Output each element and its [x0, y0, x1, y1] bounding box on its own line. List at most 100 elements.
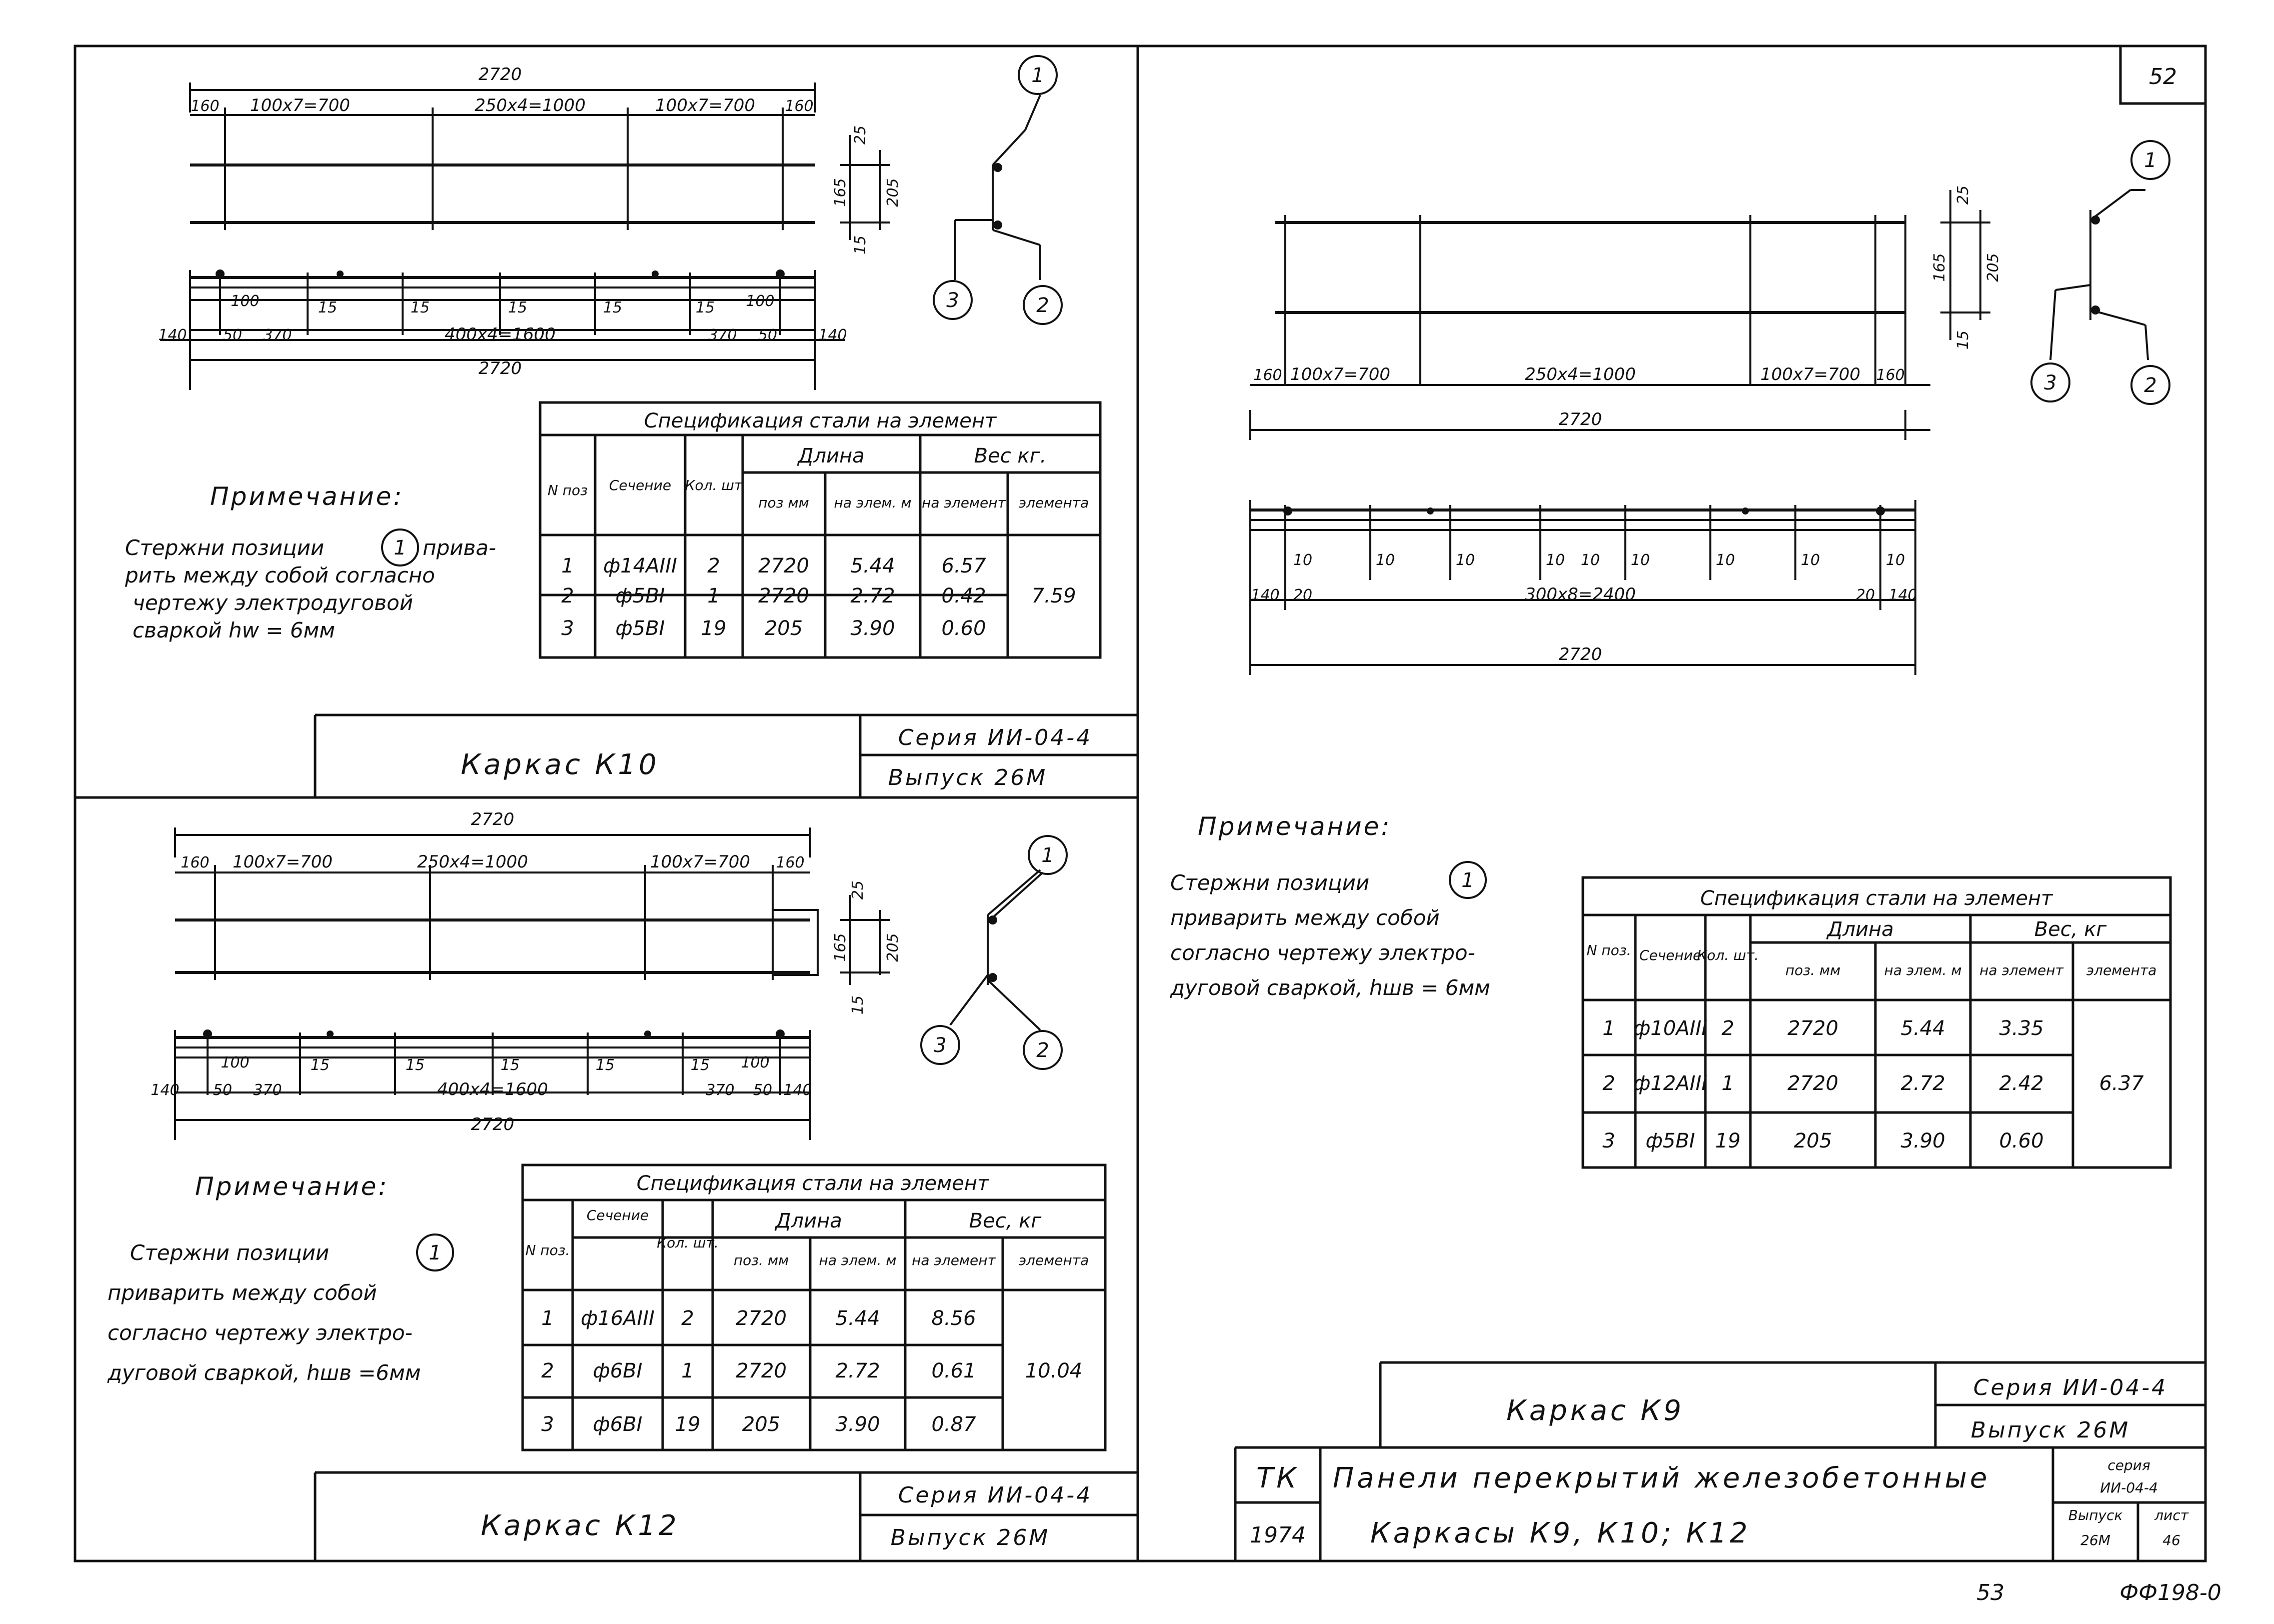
k10-overall-bottom-dim: 2720 [479, 358, 522, 378]
k9-r1-len-pos: 2720 [1787, 1017, 1838, 1040]
k9-small-dim-8: 10 [1801, 552, 1820, 569]
k10-note-line-4: чертежу электродуговой [133, 590, 413, 615]
k10-main-dim-1: 140 [158, 326, 187, 344]
k12-side-dim-2: 165 [832, 933, 849, 962]
stamp-series-value: ИИ-04-4 [2100, 1480, 2158, 1496]
k9-spec-h-w-elem: на элемент [1979, 962, 2064, 978]
k9-r3-qty: 19 [1715, 1130, 1741, 1152]
k12-section-detail: 1 2 3 [920, 835, 1068, 1070]
k9-side-dim-3: 205 [1984, 253, 2002, 282]
stamp-sheet-value: 46 [2162, 1532, 2180, 1548]
k12-r2-pos: 2 [541, 1360, 554, 1382]
k9-spec-h-section: Сечение [1639, 947, 1701, 964]
k12-drawing: 2720 160 100x7=700 250x4=1000 100x7=700 … [151, 810, 902, 1140]
k10-small-dim-6: 15 [696, 299, 715, 316]
k12-main-dim-1: 140 [151, 1082, 179, 1099]
k9-callout-3: 3 [2044, 372, 2056, 394]
stamp-sheet-label: лист [2154, 1507, 2188, 1524]
k9-note-line-3: согласно чертежу электро- [1170, 940, 1475, 965]
k9-callout-2: 2 [2144, 374, 2156, 397]
k10-side-dim-2: 165 [832, 178, 849, 206]
k10-series: Серия ИИ-04-4 [898, 725, 1092, 750]
k9-side-dim-2: 165 [1931, 253, 1948, 282]
k10-note-title: Примечание: [210, 482, 404, 511]
k10-r3-w-elem: 0.60 [941, 617, 986, 640]
page-number: 52 [2149, 64, 2177, 90]
k12-issue: Выпуск 26М [891, 1525, 1050, 1550]
k9-r2-w-elem: 2.42 [1999, 1072, 2043, 1095]
k10-r3-section: ф5BI [616, 617, 665, 640]
k10-main-dim-5: 370 [708, 326, 737, 344]
k12-main-dim-2: 50 [213, 1082, 232, 1099]
k9-spec-h-weight: Вес, кг [2034, 918, 2107, 941]
k9-spec-h-length: Длина [1826, 918, 1893, 941]
k10-r1-len-elem: 5.44 [850, 554, 895, 578]
k9-spec-h-len-elem: на элем. м [1884, 962, 1962, 978]
k10-side-dim-4: 15 [852, 236, 869, 254]
k9-r3-w-elem: 0.60 [1999, 1130, 2043, 1152]
k9-drawing: 25 165 205 15 160 100x7=700 250x4=1000 1… [1249, 186, 2002, 675]
k12-note-line-1: Стержни позиции [130, 1240, 329, 1265]
k10-note: Примечание: Стержни позиции 1 привa- рит… [125, 482, 496, 642]
k12-callout-3: 3 [934, 1034, 946, 1057]
k12-spec-h-section: Сечение [587, 1207, 649, 1224]
k12-title: Каркас К12 [481, 1510, 679, 1542]
k12-r1-len-elem: 5.44 [835, 1307, 880, 1330]
k12-callout-1: 1 [1041, 844, 1054, 867]
k9-series: Серия ИИ-04-4 [1973, 1375, 2167, 1400]
k12-note-line-3: согласно чертежу электро- [108, 1320, 413, 1345]
k9-main-dim-2: 20 [1293, 586, 1312, 604]
k12-r3-qty: 19 [675, 1413, 701, 1436]
main-stamp: Каркас К9 Серия ИИ-04-4 Выпуск 26М ТК 19… [1234, 1361, 2205, 1561]
k9-r3-len-elem: 3.90 [1900, 1130, 1945, 1152]
k12-callout-2: 2 [1036, 1039, 1049, 1062]
k12-r3-len-pos: 205 [742, 1413, 780, 1436]
k12-spec-h-pos: N поз. [525, 1242, 570, 1258]
k9-spec-title: Спецификация стали на элемент [1700, 887, 2053, 910]
k9-r3-pos: 3 [1602, 1130, 1615, 1152]
k10-small-dim-1: 100 [231, 292, 259, 310]
k10-spec-table: Спецификация стали на элемент N поз Сече… [539, 401, 1102, 659]
k12-r1-pos: 1 [541, 1307, 554, 1330]
bottom-number: 53 [1976, 1580, 2004, 1606]
k10-spec-h-w-total: элемента [1019, 494, 1089, 511]
k9-r1-pos: 1 [1602, 1017, 1615, 1040]
k12-seg-dim-5: 160 [776, 854, 804, 872]
k12-seg-dim-2: 100x7=700 [233, 852, 333, 872]
k9-seg-dim-2: 100x7=700 [1290, 364, 1390, 384]
sheet-frame [74, 44, 2207, 1562]
k10-spec-h-section: Сечение [609, 477, 671, 494]
k12-small-dim-5: 15 [596, 1056, 615, 1074]
k9-r2-section: ф12AIII [1633, 1072, 1707, 1095]
k10-spec-title: Спецификация стали на элемент [644, 410, 997, 432]
k10-spec-total: 7.59 [1031, 584, 1076, 608]
k10-spec-h-qty: Кол. шт [685, 477, 743, 494]
k12-spec-row: 2 ф6BI 1 2720 2.72 0.61 [541, 1360, 976, 1382]
archive-code: ФФ198-0 [2119, 1580, 2221, 1606]
k12-main-dim-3: 370 [253, 1082, 282, 1099]
k12-small-dim-7: 100 [741, 1054, 769, 1072]
k12-side-dim-3: 205 [884, 933, 902, 962]
k12-note-line-4: дуговой сваркой, hшв =6мм [107, 1360, 421, 1385]
k10-spec-h-pos: N поз [548, 482, 588, 498]
k10-callout-2: 2 [1036, 294, 1049, 317]
k10-seg-dim-3: 250x4=1000 [475, 96, 586, 116]
k9-spec-h-qty: Кол. шт. [1697, 947, 1759, 964]
k12-side-dim-1: 25 [849, 880, 867, 900]
k9-small-dim-4: 10 [1546, 552, 1565, 569]
k10-note-ref: 1 [394, 536, 406, 560]
k10-main-dim-3: 370 [263, 326, 292, 344]
k12-r1-len-pos: 2720 [736, 1307, 787, 1330]
k12-spec-row: 1 ф16AIII 2 2720 5.44 8.56 [541, 1307, 976, 1330]
stamp-title-line-1: Панели перекрытий железобетонные [1333, 1462, 1990, 1494]
k10-note-line-3: рить между собой согласно [125, 563, 435, 588]
k9-issue: Выпуск 26М [1971, 1418, 2130, 1443]
k10-r1-len-pos: 2720 [758, 554, 809, 578]
k12-note: Примечание: Стержни позиции 1 приварить … [107, 1172, 454, 1385]
k9-r2-pos: 2 [1602, 1072, 1615, 1095]
k10-r2-len-elem: 2.72 [850, 584, 895, 608]
stamp-series-label: серия [2107, 1457, 2150, 1474]
k10-r2-section: ф5BI [616, 584, 665, 608]
k10-side-dim-1: 25 [852, 126, 869, 144]
k9-r2-qty: 1 [1721, 1072, 1734, 1095]
